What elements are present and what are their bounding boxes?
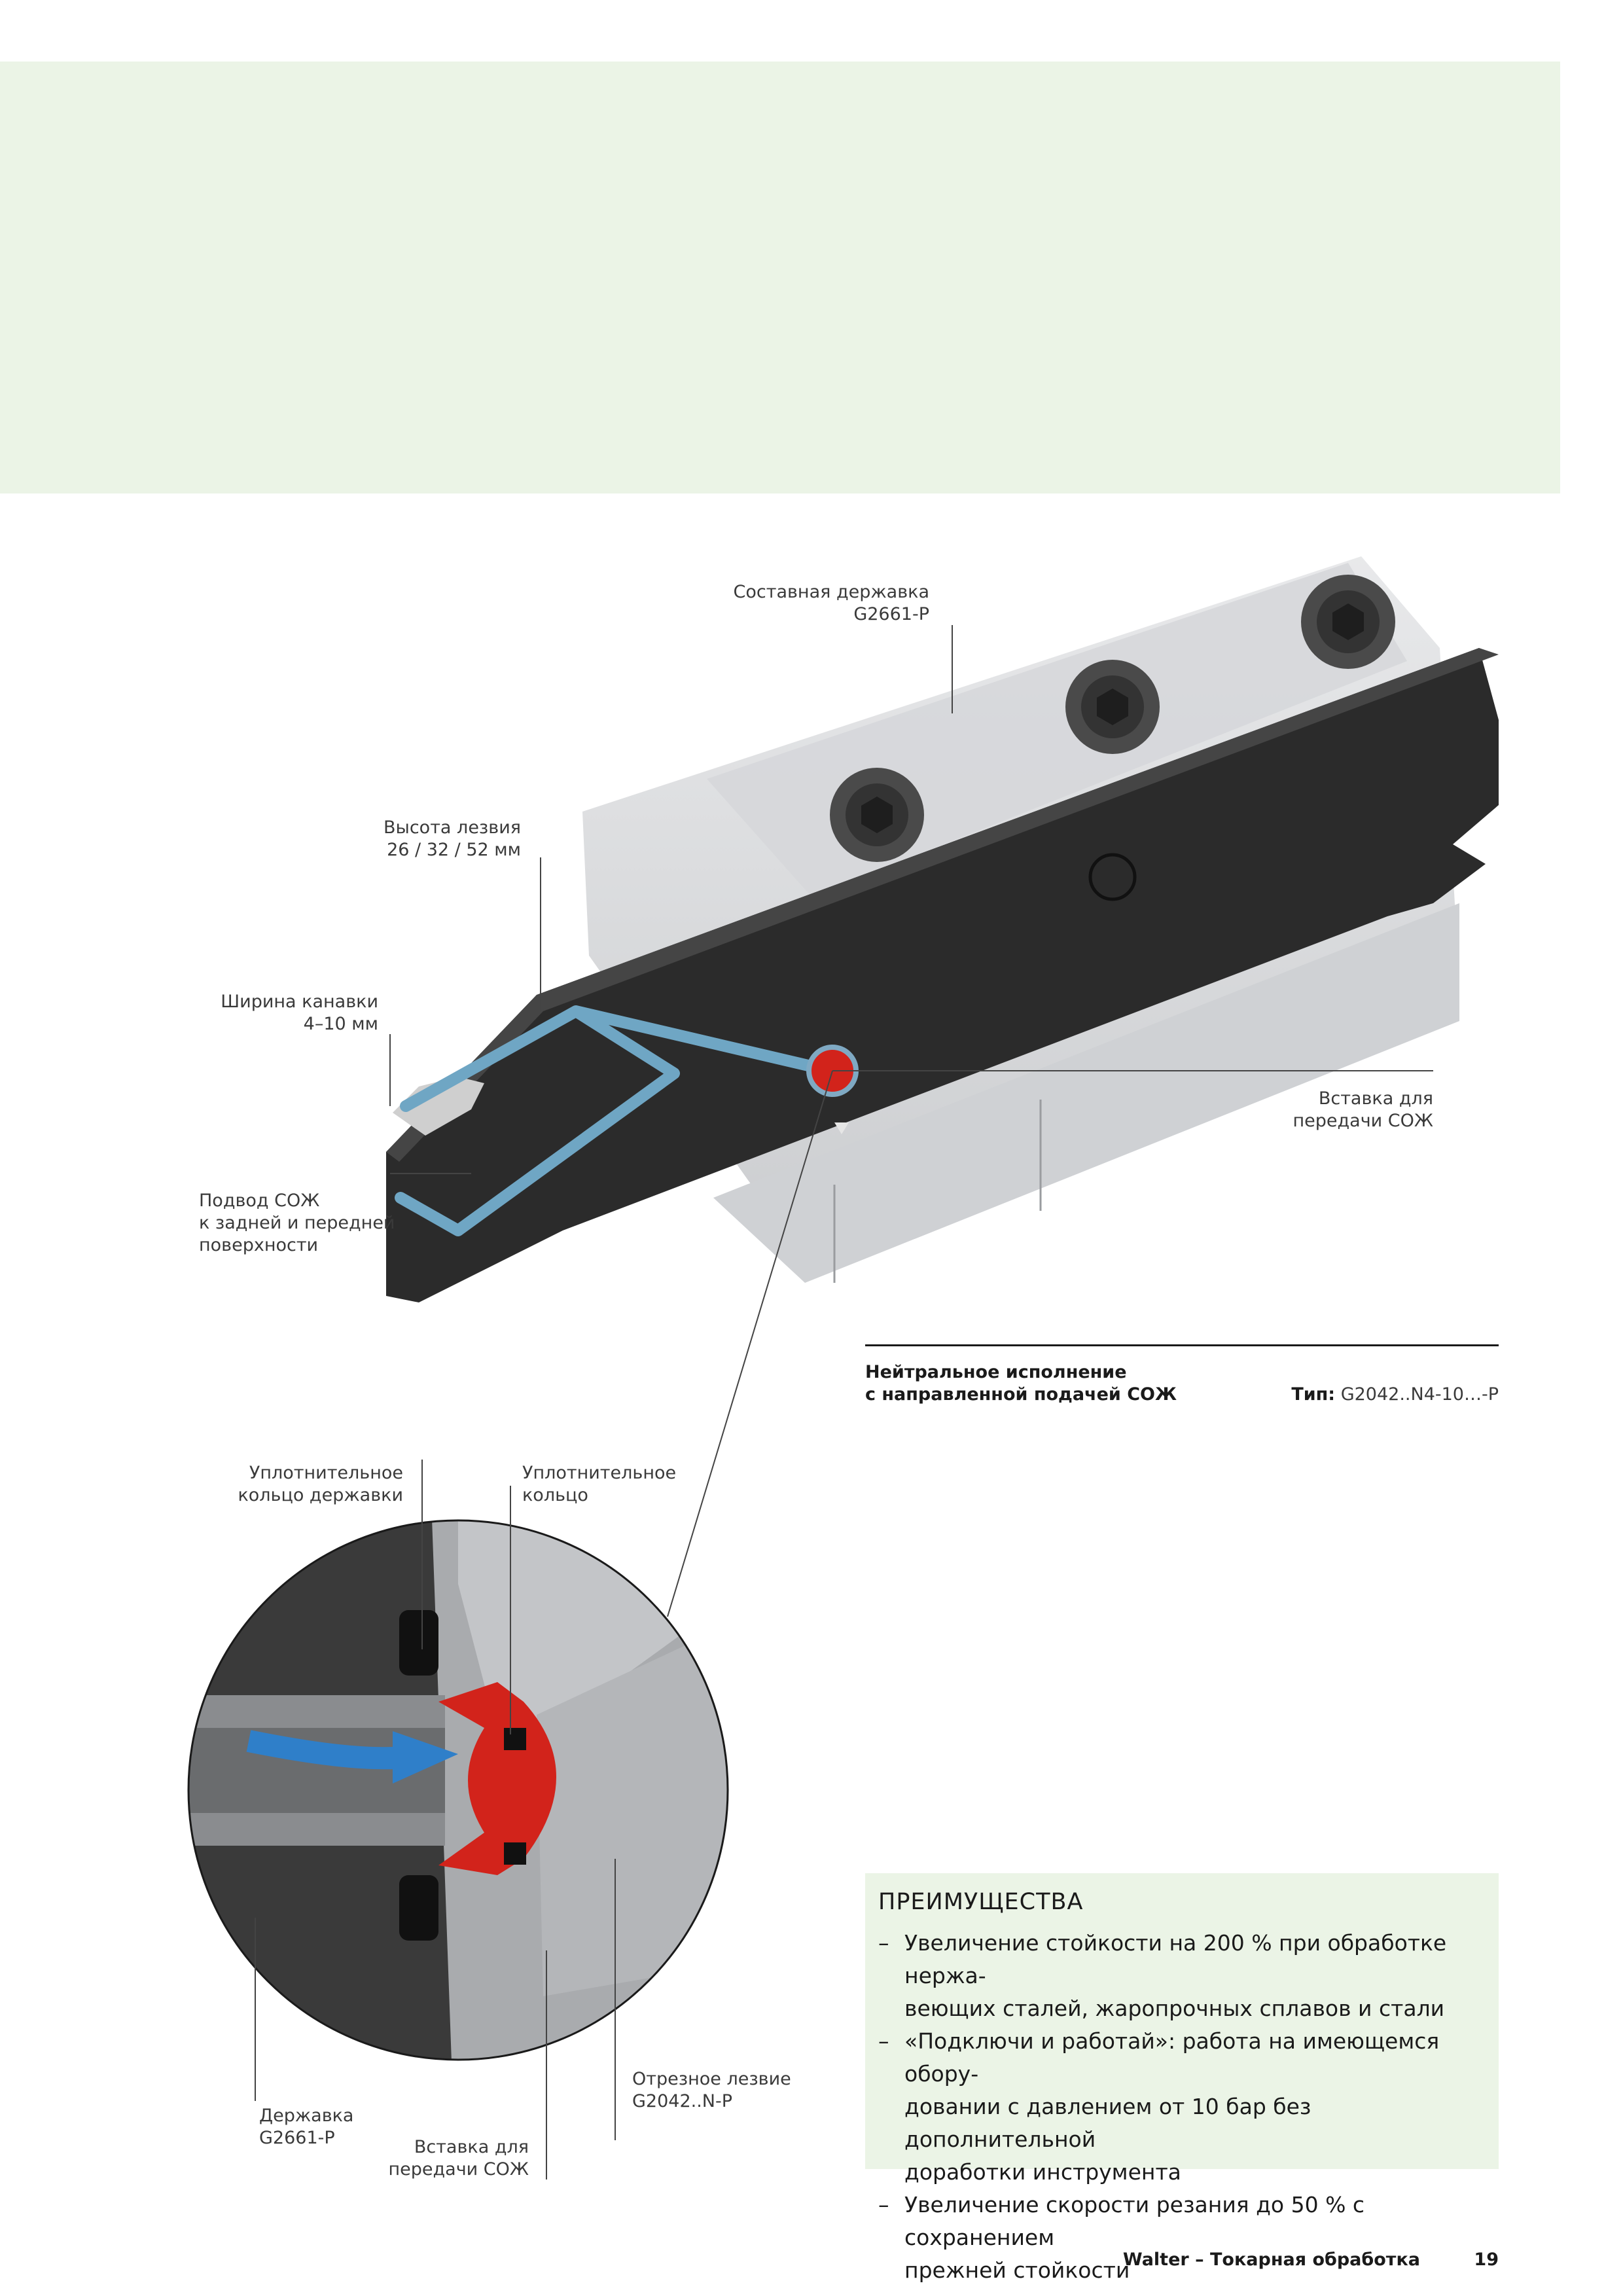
product-type: Тип: G2042..N4-10…-P bbox=[1291, 1384, 1499, 1405]
list-item: – Увеличение стойкости на 200 % при обра… bbox=[878, 1930, 1447, 2021]
seal-detail-view bbox=[188, 1520, 728, 2060]
advantages-box: ПРЕИМУЩЕСТВА – Увеличение стойкости на 2… bbox=[865, 1873, 1499, 2283]
clamp-screw-icon bbox=[830, 575, 1395, 862]
label-parting-blade: Отрезное лезвие G2042..N-P bbox=[632, 2069, 791, 2111]
top-green-band bbox=[0, 62, 1560, 493]
footer-brand: Walter – Токарная обработка bbox=[1122, 2250, 1420, 2270]
advantages-list: – Увеличение стойкости на 200 % при обра… bbox=[878, 1927, 1480, 2287]
list-item: – Увеличение скорости резания до 50 % с … bbox=[878, 2192, 1365, 2283]
label-seal-ring: Уплотнительное кольцо bbox=[522, 1463, 677, 1505]
leader-lines bbox=[255, 625, 1433, 2179]
label-coolant-supply: Подвод СОЖ к задней и передней поверхнос… bbox=[199, 1191, 395, 1255]
coolant-channel bbox=[395, 1005, 814, 1236]
page-number: 19 bbox=[1474, 2250, 1499, 2270]
label-coolant-insert-bottom: Вставка для передачи СОЖ bbox=[388, 2137, 529, 2179]
label-coolant-insert-top: Вставка для передачи СОЖ bbox=[1293, 1088, 1434, 1131]
product-caption: Нейтральное исполнение с направленной по… bbox=[865, 1362, 1177, 1405]
list-item: – «Подключи и работай»: работа на имеюще… bbox=[878, 2028, 1440, 2185]
parting-blade bbox=[386, 648, 1499, 1302]
label-holder-seal: Уплотнительное кольцо державки bbox=[238, 1463, 403, 1505]
label-holder: Державка G2661-P bbox=[259, 2106, 354, 2148]
label-groove-width: Ширина канавки 4–10 мм bbox=[221, 992, 378, 1034]
label-holder-assembly: Составная державка G2661-P bbox=[733, 582, 929, 624]
label-blade-height: Высота лезвия 26 / 32 / 52 мм bbox=[383, 817, 521, 860]
caption-divider bbox=[865, 1344, 1499, 1346]
advantages-title: ПРЕИМУЩЕСТВА bbox=[878, 1889, 1084, 1915]
